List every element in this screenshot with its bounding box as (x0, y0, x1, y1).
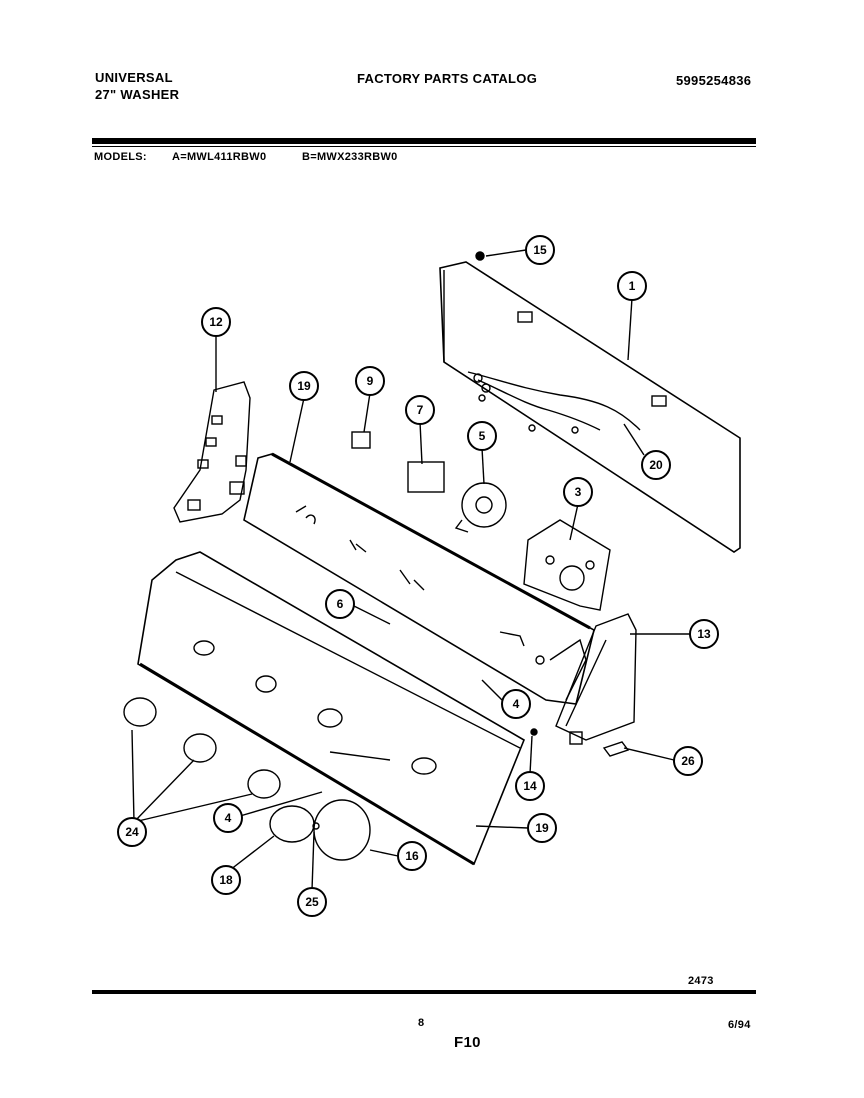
callout-15: 16 (405, 849, 419, 863)
model-a: A=MWL411RBW0 (172, 151, 267, 163)
callout-20: 20 (649, 458, 663, 472)
left-bracket-part (173, 381, 251, 523)
product-name: 27" WASHER (95, 87, 180, 102)
footer-rule (92, 990, 756, 994)
callout-1: 1 (629, 279, 636, 293)
small-switch-part (351, 431, 371, 449)
dial-part (313, 799, 371, 861)
callout-13: 13 (697, 627, 711, 641)
selector-knob-part (269, 805, 315, 843)
callout-2: 15 (533, 243, 547, 257)
callout-24: 24 (125, 825, 139, 839)
callout-26: 26 (681, 754, 695, 768)
pressure-switch-part (454, 482, 507, 533)
header-rule-thin (92, 146, 756, 147)
right-endcap-part (555, 613, 637, 745)
callout-25: 25 (305, 895, 319, 909)
callout-7: 7 (417, 403, 424, 417)
clip-part (602, 741, 630, 757)
callout-18: 19 (535, 821, 549, 835)
catalog-number: 5995254836 (676, 73, 752, 88)
timer-part (523, 519, 611, 611)
callout-3: 3 (575, 485, 582, 499)
model-b: B=MWX233RBW0 (302, 151, 398, 163)
models-label: MODELS: (94, 151, 147, 163)
callout-16: 18 (219, 873, 233, 887)
brand-name: UNIVERSAL (95, 70, 173, 85)
catalog-date: 6/94 (728, 1019, 751, 1031)
drawing-number: 2473 (688, 975, 714, 987)
callout-19: 19 (297, 379, 311, 393)
knob-part (123, 697, 157, 727)
callout-4: 4 (513, 697, 520, 711)
page-number: 8 (418, 1017, 425, 1029)
switch-part (407, 461, 445, 493)
callout-5: 5 (479, 429, 486, 443)
page-code: F10 (454, 1034, 481, 1051)
catalog-title: FACTORY PARTS CATALOG (357, 71, 538, 86)
callout-12: 12 (209, 315, 223, 329)
rear-panel-part (439, 261, 741, 553)
control-panel-part (137, 551, 526, 866)
callout-14: 14 (523, 779, 537, 793)
header-rule-thick (92, 138, 756, 144)
callout-4-second: 4 (225, 811, 232, 825)
callout-9: 9 (367, 374, 374, 388)
callout-6: 6 (337, 597, 344, 611)
